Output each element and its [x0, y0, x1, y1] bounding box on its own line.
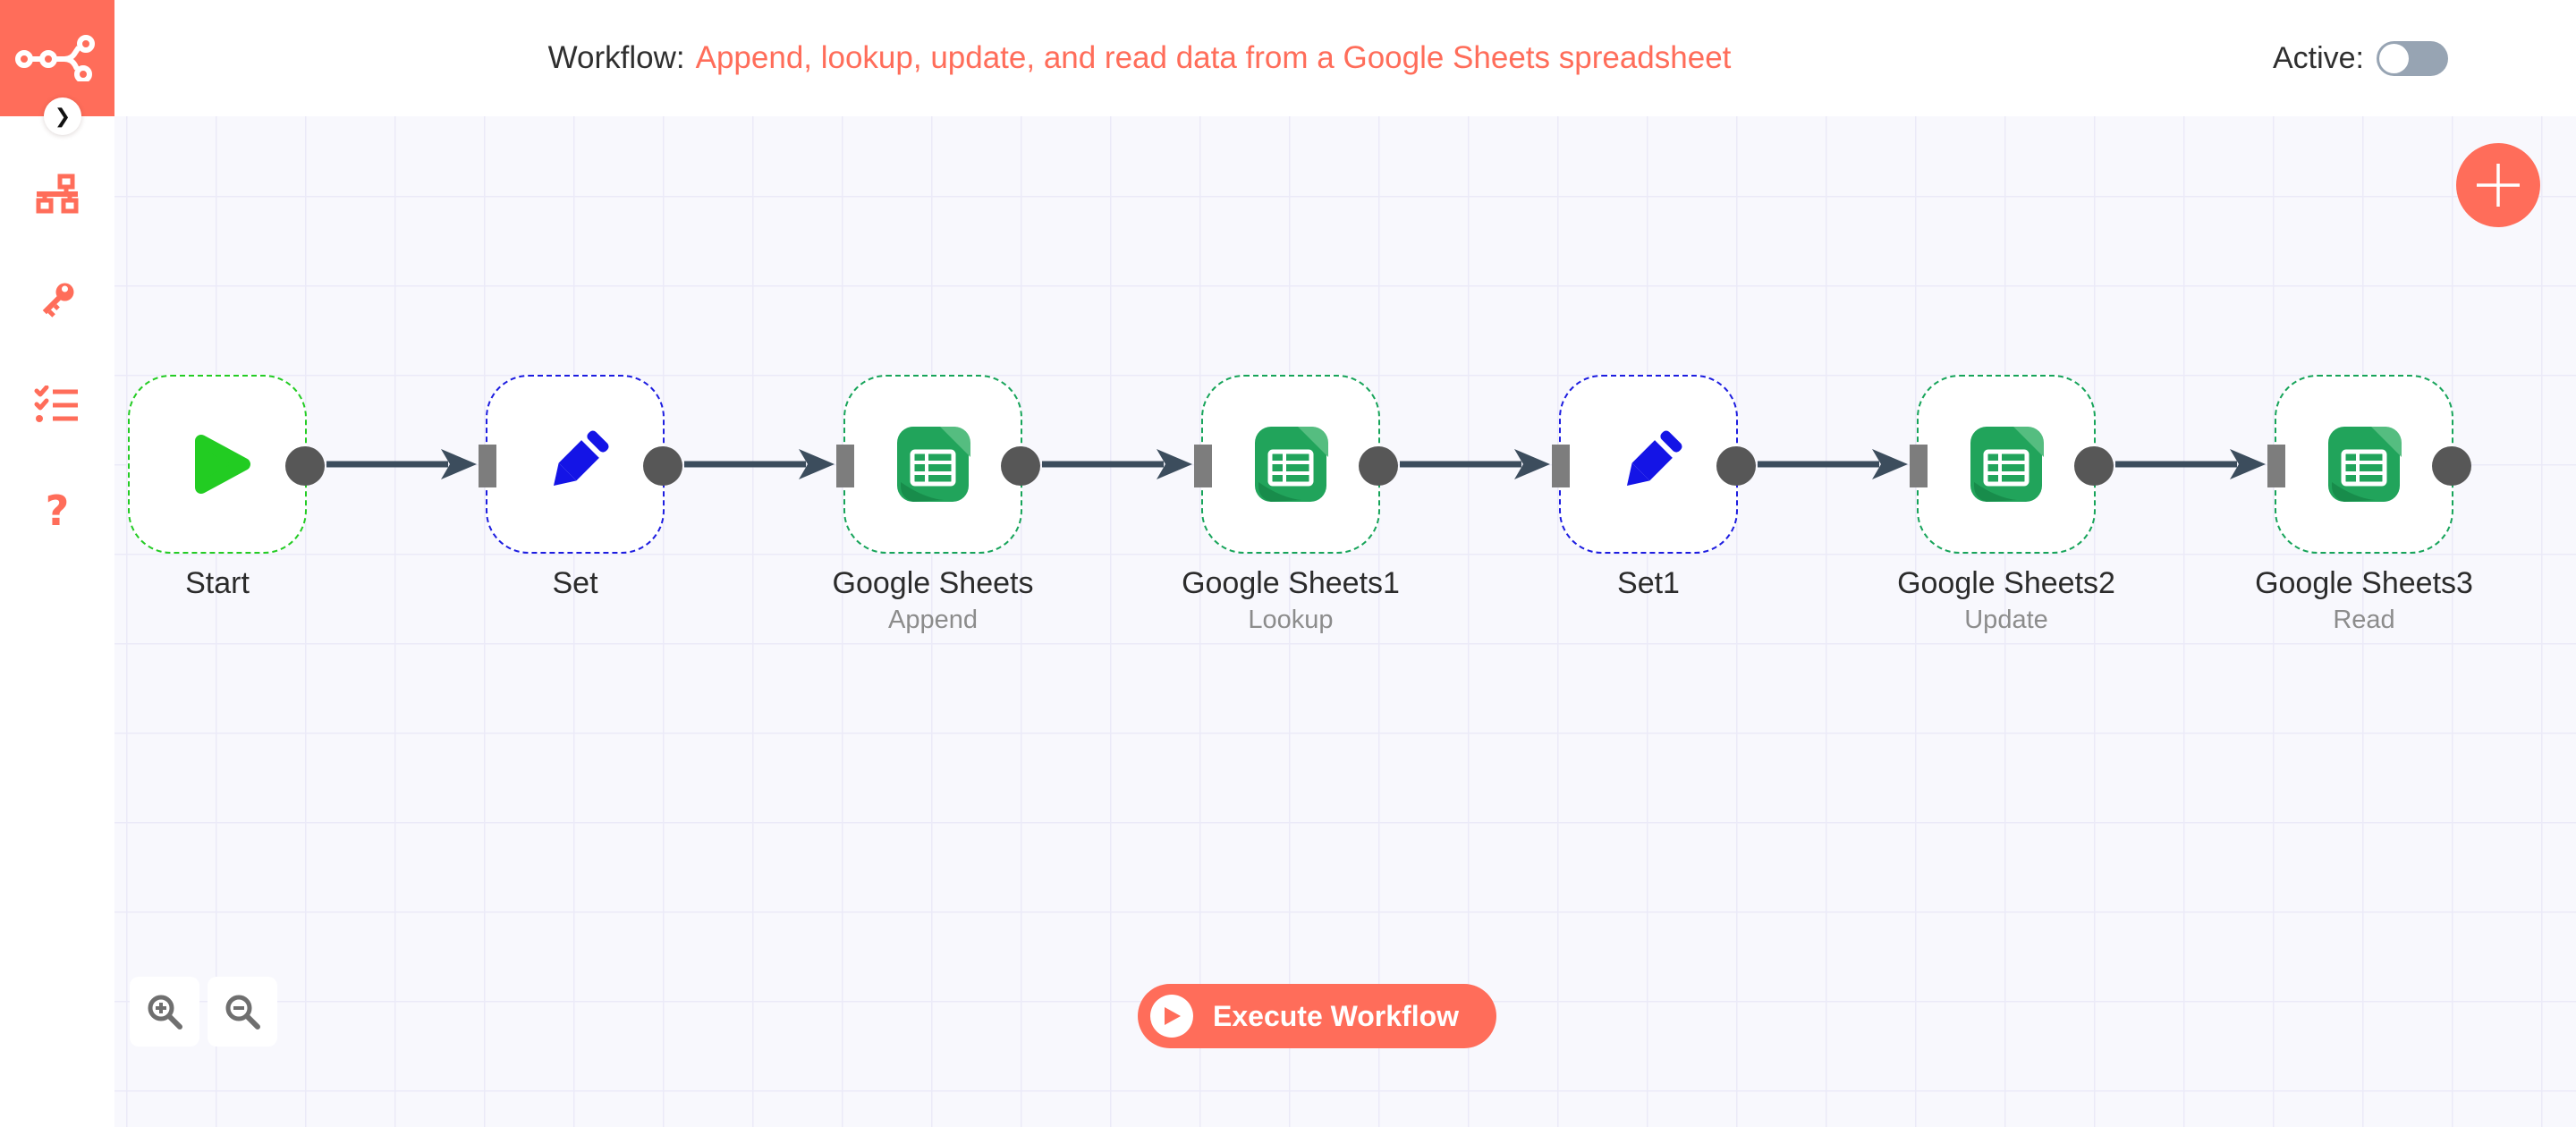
- sidebar-item-workflows[interactable]: [0, 141, 114, 247]
- node-operation: Update: [1964, 606, 2048, 634]
- active-toggle[interactable]: [2377, 40, 2448, 76]
- zoom-in-icon: [148, 995, 182, 1030]
- node-label: Set1: [1617, 566, 1680, 600]
- node-label: Google Sheets1: [1182, 566, 1400, 600]
- chevron-right-icon: ❯: [54, 105, 72, 127]
- google-sheets-icon: [1255, 427, 1328, 502]
- top-header: Workflow: Append, lookup, update, and re…: [0, 0, 2576, 116]
- node-google-sheets3[interactable]: Google Sheets3 Read: [2255, 375, 2473, 634]
- sidebar-item-executions[interactable]: [0, 352, 114, 458]
- play-circle-icon: [1150, 995, 1193, 1038]
- input-endpoint[interactable]: [1552, 445, 1570, 487]
- toggle-knob: [2379, 43, 2409, 73]
- node-box[interactable]: [1910, 375, 2114, 554]
- n8n-logo[interactable]: [0, 0, 114, 116]
- output-endpoint[interactable]: [1359, 446, 1398, 486]
- node-operation: Read: [2333, 606, 2395, 634]
- sidebar: ❯: [0, 0, 114, 1127]
- sidebar-item-credentials[interactable]: [0, 247, 114, 352]
- play-triangle-icon: [195, 435, 250, 494]
- zoom-in-button[interactable]: [130, 977, 199, 1046]
- output-endpoint[interactable]: [285, 446, 325, 486]
- node-box[interactable]: [836, 375, 1040, 554]
- execute-workflow-label: Execute Workflow: [1213, 999, 1460, 1032]
- sidebar-menu: ?: [0, 141, 114, 564]
- connection: [1400, 449, 1550, 479]
- output-endpoint[interactable]: [1001, 446, 1040, 486]
- input-endpoint[interactable]: [2267, 445, 2285, 487]
- pencil-icon: [1626, 430, 1682, 487]
- node-operation: Append: [888, 606, 978, 634]
- node-start[interactable]: Start: [128, 375, 325, 600]
- add-node-button[interactable]: [2456, 143, 2540, 227]
- help-question-icon: ?: [45, 487, 70, 535]
- node-set[interactable]: Set: [479, 375, 682, 600]
- sidebar-item-help[interactable]: ?: [0, 458, 114, 564]
- node-google-sheets[interactable]: Google Sheets Append: [833, 375, 1040, 634]
- n8n-logo-icon: [15, 35, 95, 81]
- sidebar-expand-button[interactable]: ❯: [44, 97, 81, 135]
- node-set1[interactable]: Set1: [1552, 375, 1756, 600]
- input-endpoint[interactable]: [836, 445, 854, 487]
- connection: [684, 449, 835, 479]
- node-label: Google Sheets2: [1897, 566, 2115, 600]
- input-endpoint[interactable]: [1194, 445, 1212, 487]
- output-endpoint[interactable]: [1716, 446, 1756, 486]
- executions-list-icon: [34, 386, 78, 422]
- node-box[interactable]: [128, 375, 325, 554]
- google-sheets-icon: [897, 427, 970, 502]
- workflows-icon: [36, 174, 79, 214]
- node-label: Google Sheets: [832, 566, 1034, 600]
- zoom-controls: [130, 977, 277, 1046]
- workflow-title-name[interactable]: Append, lookup, update, and read data fr…: [695, 40, 1732, 75]
- node-google-sheets1[interactable]: Google Sheets1 Lookup: [1182, 375, 1400, 634]
- credentials-key-icon: [42, 283, 74, 318]
- zoom-out-button[interactable]: [208, 977, 277, 1046]
- active-toggle-group: Active:: [2273, 0, 2448, 116]
- output-endpoint[interactable]: [643, 446, 682, 486]
- connection: [1758, 449, 1908, 479]
- connection: [326, 449, 477, 479]
- google-sheets-icon: [2328, 427, 2402, 502]
- node-google-sheets2[interactable]: Google Sheets2 Update: [1897, 375, 2115, 634]
- node-box[interactable]: [2267, 375, 2471, 554]
- node-box[interactable]: [479, 375, 682, 554]
- google-sheets-icon: [1970, 427, 2044, 502]
- input-endpoint[interactable]: [479, 445, 496, 487]
- zoom-out-icon: [225, 995, 260, 1030]
- node-label: Google Sheets3: [2255, 566, 2473, 600]
- node-box[interactable]: [1552, 375, 1756, 554]
- connection: [1042, 449, 1192, 479]
- plus-icon: [2477, 164, 2520, 207]
- workflow-title-prefix: Workflow:: [547, 40, 685, 75]
- input-endpoint[interactable]: [1910, 445, 1928, 487]
- node-operation: Lookup: [1248, 606, 1334, 634]
- node-label: Start: [185, 566, 250, 600]
- active-label: Active:: [2272, 40, 2364, 75]
- node-box[interactable]: [1194, 375, 1398, 554]
- pencil-icon: [553, 430, 609, 487]
- execute-workflow-button[interactable]: Execute Workflow: [1138, 984, 1497, 1048]
- connection: [2115, 449, 2266, 479]
- node-label: Set: [552, 566, 598, 600]
- workflow-canvas[interactable]: Start Set: [114, 116, 2576, 1127]
- output-endpoint[interactable]: [2432, 446, 2471, 486]
- output-endpoint[interactable]: [2074, 446, 2114, 486]
- workflow-title: Workflow: Append, lookup, update, and re…: [114, 0, 2165, 116]
